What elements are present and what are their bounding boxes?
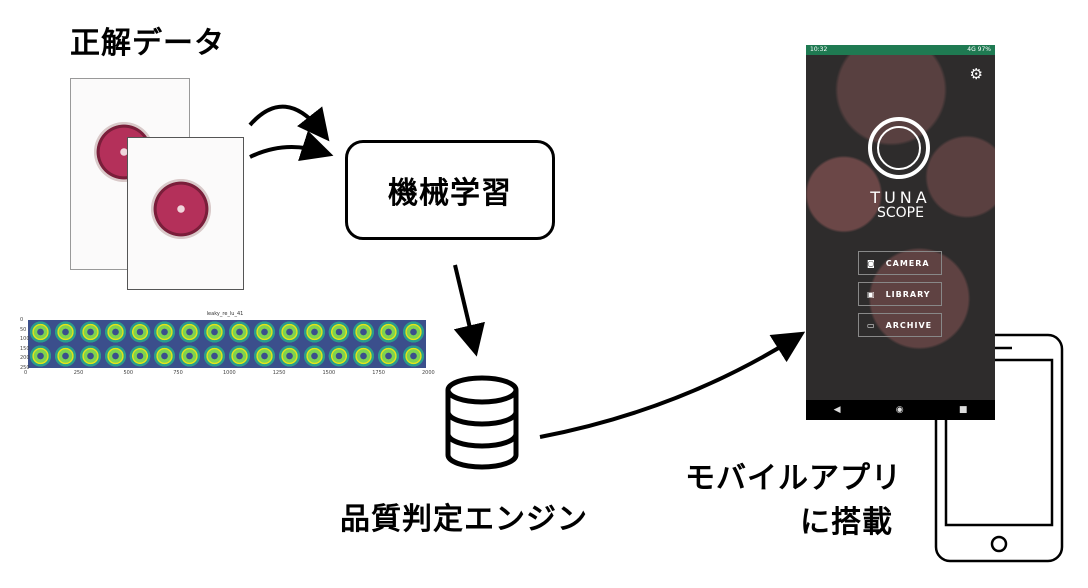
y-tick-label: 50 (20, 326, 27, 333)
x-tick-label: 1000 (223, 370, 236, 376)
feature-map-tile (52, 344, 78, 368)
feature-map-tile (276, 320, 302, 344)
arrow-ml-to-engine (453, 264, 485, 357)
feature-map-tile (351, 320, 377, 344)
settings-gear-icon[interactable]: ⚙ (969, 65, 983, 83)
feature-map-tile (301, 320, 327, 344)
mobile-label-2: に搭載 (800, 505, 893, 540)
y-tick-label: 0 (20, 317, 24, 323)
recents-icon[interactable]: ■ (958, 405, 968, 415)
feature-map-tile (351, 344, 377, 368)
camera-icon: ◙ (867, 258, 876, 268)
x-tick-label: 750 (173, 370, 183, 376)
feature-map-tile (401, 320, 426, 344)
feature-map-tile (177, 344, 203, 368)
arrow-data-to-ml-2 (249, 130, 334, 162)
feature-map-tile (301, 344, 327, 368)
mobile-label-1: モバイルアプリ (685, 461, 902, 496)
feature-map-tile (127, 344, 153, 368)
feature-map-tile (401, 344, 426, 368)
feature-map-tile (227, 344, 252, 368)
x-tick-label: 250 (73, 370, 84, 376)
feature-map-tile (28, 344, 53, 368)
arrow-data-to-ml-1 (248, 104, 330, 142)
feature-map-tile (326, 320, 352, 344)
feature-map-tile (227, 320, 252, 344)
feature-map-tile (202, 320, 227, 344)
feature-map-tile (326, 344, 352, 368)
feature-map-tile (77, 344, 103, 368)
smartphone-outline-icon (934, 333, 1064, 563)
y-tick-label: 250 (20, 365, 30, 371)
home-icon[interactable]: ◉ (895, 405, 904, 415)
training-data-title: 正解データ (70, 26, 225, 61)
x-tick-label: 500 (123, 370, 134, 376)
feature-map-tile (177, 320, 203, 344)
engine-label: 品質判定エンジン (340, 502, 588, 537)
brand-scope: SCOPE (877, 205, 924, 221)
feature-map-tile (102, 344, 128, 368)
back-icon[interactable]: ◀ (833, 405, 841, 415)
ml-label: 機械学習 (388, 176, 512, 211)
feature-map-tile (102, 320, 128, 344)
library-button[interactable]: ▣LIBRARY (858, 282, 942, 306)
machine-learning-box: 機械学習 (345, 140, 555, 240)
feature-map-tile (202, 344, 227, 368)
feature-map-tile (152, 344, 178, 368)
feature-map-tile (28, 320, 53, 344)
camera-button[interactable]: ◙CAMERA (858, 251, 942, 275)
feature-map-tile (52, 320, 78, 344)
feature-map-tile (251, 344, 277, 368)
arrow-engine-to-app (539, 331, 806, 439)
feature-map-tile (376, 344, 402, 368)
tuna-photo-2 (127, 137, 244, 290)
x-tick-label: 0 (24, 370, 28, 376)
brand-tuna: TUNA (870, 188, 931, 207)
feature-map-tile (152, 320, 178, 344)
x-tick-label: 1500 (322, 370, 336, 376)
feature-map-tile (276, 344, 302, 368)
feature-map-tile (251, 320, 277, 344)
status-bar: 10:32 4G 97% (806, 45, 995, 55)
archive-button[interactable]: ▭ARCHIVE (858, 313, 942, 337)
database-icon (445, 375, 519, 470)
tuna-scope-logo (868, 117, 930, 179)
x-tick-label: 1250 (272, 370, 286, 376)
android-nav-bar: ◀ ◉ ■ (806, 400, 995, 420)
feature-map-tile (376, 320, 402, 344)
feature-map-tile (77, 320, 103, 344)
feature-map-tile (127, 320, 153, 344)
folder-icon: ▭ (867, 320, 876, 330)
feature-map-title: leaky_re_lu_41 (206, 311, 244, 317)
x-tick-label: 1750 (372, 370, 385, 376)
x-tick-label: 2000 (422, 370, 435, 376)
y-tick-label: 150 (20, 345, 30, 352)
y-tick-label: 200 (20, 355, 30, 362)
status-right: 4G 97% (967, 46, 991, 53)
image-icon: ▣ (867, 289, 876, 299)
y-tick-label: 100 (20, 336, 30, 343)
app-screenshot: 10:32 4G 97% ⚙ TUNA SCOPE ◙CAMERA ▣LIBRA… (806, 45, 995, 420)
status-time: 10:32 (810, 46, 828, 53)
